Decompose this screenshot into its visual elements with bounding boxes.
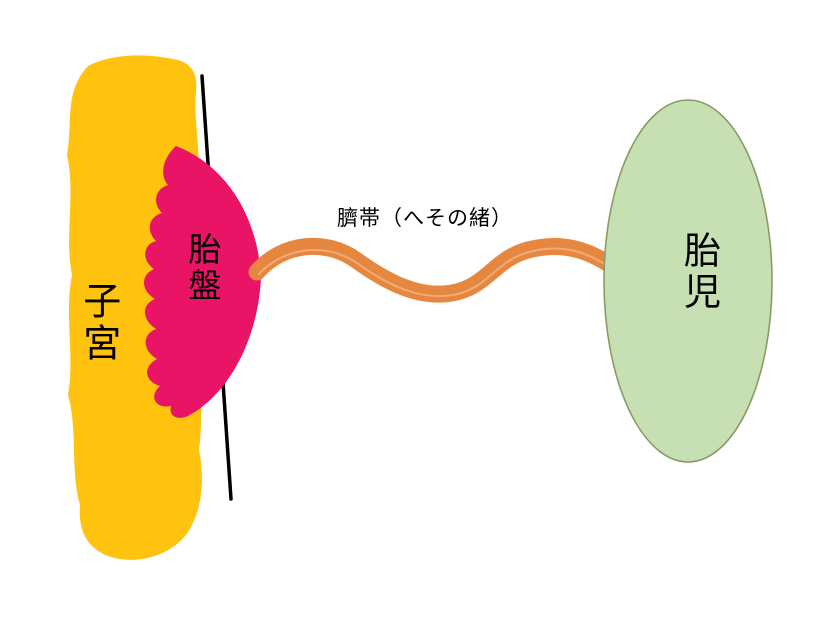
- placenta-label: 胎盤: [182, 232, 222, 304]
- umbilical-cord-highlight-line: [258, 247, 612, 298]
- uterus-label: 子宮: [76, 281, 121, 365]
- placenta-shape: [143, 146, 261, 418]
- umbilical-cord: [248, 237, 621, 303]
- fetus-label: 胎児: [677, 231, 721, 313]
- umbilical-cord-label: 臍帯（へその緒）: [337, 206, 513, 230]
- fetus-shape: [603, 99, 773, 463]
